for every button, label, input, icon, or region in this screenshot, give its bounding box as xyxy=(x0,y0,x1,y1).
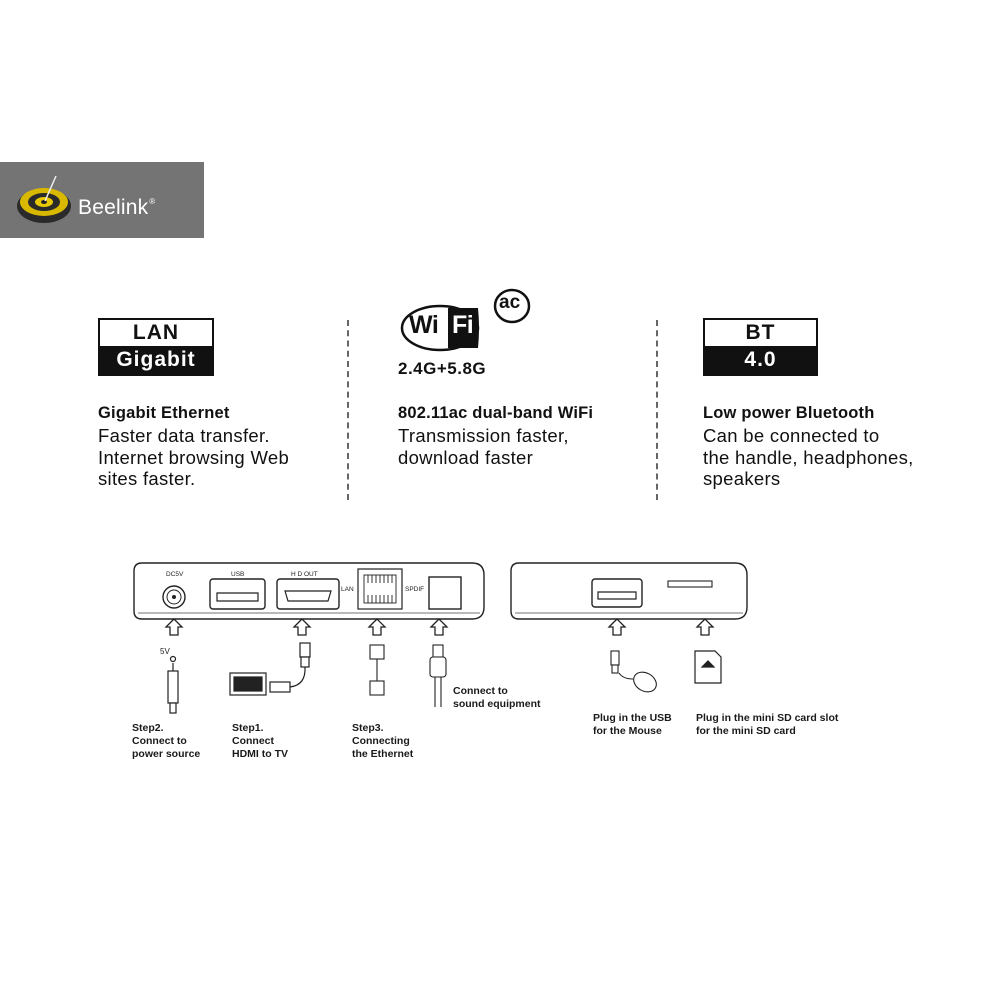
hdmi-cable-icon xyxy=(269,642,311,693)
tv-icon xyxy=(229,672,267,696)
sound-line: sound equipment xyxy=(453,698,541,710)
step1-line: Connect xyxy=(232,735,274,747)
side-panel-diagram xyxy=(510,562,748,693)
bt-feature-title: Low power Bluetooth xyxy=(703,404,875,422)
sd-card-label: Plug in the mini SD card slot for the mi… xyxy=(696,712,838,738)
wifi-logo-wi: Wi xyxy=(409,311,439,339)
lan-feature-line: Internet browsing Web xyxy=(98,446,290,468)
column-divider xyxy=(656,320,658,500)
usb-mouse-line: for the Mouse xyxy=(593,725,662,737)
lan-feature-line: Faster data transfer. xyxy=(98,425,270,446)
lan-feature-text: Faster data transfer. Internet browsing … xyxy=(98,425,289,490)
beelink-logo-icon xyxy=(17,175,71,223)
step2-label: Step2. Connect to power source xyxy=(132,722,200,761)
step1-line: Step1. xyxy=(232,722,264,734)
step3-line: Step3. xyxy=(352,722,384,734)
usb-port-label: USB xyxy=(231,571,245,578)
optical-cable-icon xyxy=(429,644,447,707)
wifi-logo-fi: Fi xyxy=(452,311,474,339)
brand-name: Beelink® xyxy=(78,196,156,219)
sound-label: Connect to sound equipment xyxy=(453,685,541,711)
step2-line: Connect to xyxy=(132,735,187,747)
step3-line: Connecting xyxy=(352,735,410,747)
lan-feature-title: Gigabit Ethernet xyxy=(98,404,230,422)
wifi-feature-text: Transmission faster, download faster xyxy=(398,425,569,468)
dc-plug-icon xyxy=(167,655,179,714)
wifi-feature-line: Transmission faster, xyxy=(398,425,569,446)
sd-card-icon xyxy=(694,650,722,684)
voltage-label: 5V xyxy=(160,647,170,656)
ethernet-cable-icon xyxy=(369,644,385,696)
lan-feature-line: sites faster. xyxy=(98,468,196,489)
spdif-port-label: SPDIF xyxy=(405,586,425,593)
wifi-bands-label: 2.4G+5.8G xyxy=(398,359,487,378)
bt-feature-text: Can be connected to the handle, headphon… xyxy=(703,425,914,490)
mouse-icon xyxy=(610,650,657,693)
sd-slot-icon xyxy=(667,580,713,588)
usb-mouse-line: Plug in the USB xyxy=(593,712,672,724)
bt-badge: BT 4.0 xyxy=(703,318,818,376)
lan-port-label: LAN xyxy=(341,586,354,593)
sd-card-line: Plug in the mini SD card slot xyxy=(696,712,839,724)
back-panel-diagram xyxy=(133,562,485,714)
up-arrow-icons xyxy=(607,618,715,636)
lan-badge-label: LAN xyxy=(132,321,180,344)
gigabit-badge-label: Gigabit xyxy=(100,346,212,374)
hdout-port-label: H D OUT xyxy=(291,571,318,578)
bt-version-label: 4.0 xyxy=(705,346,816,374)
usb-mouse-label: Plug in the USB for the Mouse xyxy=(593,712,672,738)
wifi-feature-line: download faster xyxy=(398,446,534,468)
lan-gigabit-badge: LAN Gigabit xyxy=(98,318,214,376)
step3-label: Step3. Connecting the Ethernet xyxy=(352,722,413,761)
dc-port-label: DC5V xyxy=(166,571,184,578)
up-arrow-icons xyxy=(164,618,449,636)
step3-line: the Ethernet xyxy=(352,748,414,760)
step2-line: power source xyxy=(132,748,201,760)
bt-feature-line: Can be connected to xyxy=(703,425,880,446)
bt-badge-label: BT xyxy=(745,321,776,344)
spdif-port-icon xyxy=(428,576,462,610)
step1-line: HDMI to TV xyxy=(232,748,288,760)
wifi-logo-ac: ac xyxy=(499,292,521,313)
step1-label: Step1. Connect HDMI to TV xyxy=(232,722,288,761)
bt-feature-line: the handle, headphones, xyxy=(703,446,914,468)
bt-feature-line: speakers xyxy=(703,468,781,489)
sound-line: Connect to xyxy=(453,685,508,697)
wifi-ac-logo-icon xyxy=(400,288,531,352)
wifi-feature-title: 802.11ac dual-band WiFi xyxy=(398,404,594,422)
step2-line: Step2. xyxy=(132,722,164,734)
sd-card-line: for the mini SD card xyxy=(696,725,796,737)
column-divider xyxy=(347,320,349,500)
